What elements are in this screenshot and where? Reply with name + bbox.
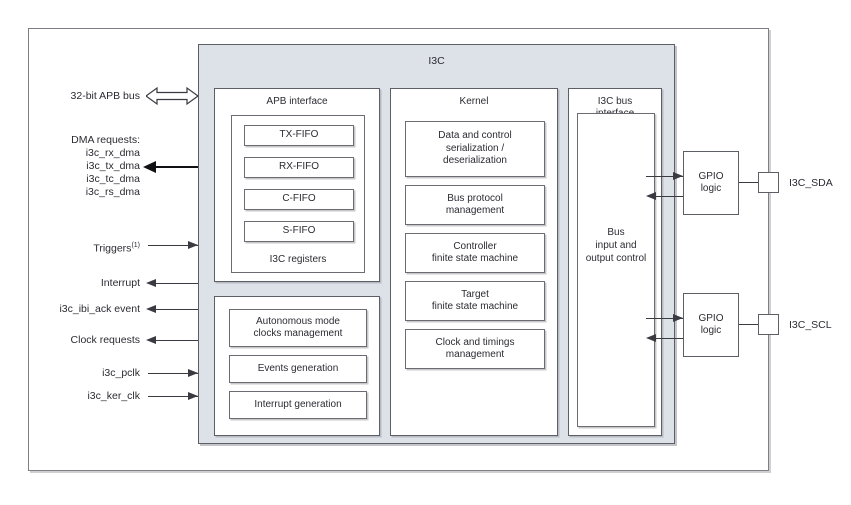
signal-label-triggers: Triggers(1) xyxy=(55,239,140,256)
scl-out-line xyxy=(646,318,683,319)
apb-bus-bidirectional-arrow xyxy=(146,86,198,106)
bus-protocol-management-box: Bus protocol management xyxy=(405,185,545,225)
i3c-pclk-arrowhead xyxy=(188,369,198,377)
interrupt-line xyxy=(155,283,198,284)
kernel-title: Kernel xyxy=(459,96,489,107)
signal-label-interrupt: Interrupt xyxy=(100,277,140,289)
i3c-block-title: I3C xyxy=(428,55,445,67)
autonomous-section-panel: Autonomous mode clocks management Events… xyxy=(214,296,380,436)
autonomous-mode-clocks-management-box: Autonomous mode clocks management xyxy=(229,309,367,347)
clock-requests-line xyxy=(155,340,198,341)
interrupt-generation-box: Interrupt generation xyxy=(229,391,367,419)
triggers-line xyxy=(148,245,198,246)
apb-interface-title: APB interface xyxy=(266,96,328,107)
tx-fifo-box: TX-FIFO xyxy=(244,125,354,146)
scl-pin-line xyxy=(739,324,769,325)
signal-label-i3c-ker-clk: i3c_ker_clk xyxy=(87,390,140,402)
s-fifo-box: S-FIFO xyxy=(244,221,354,242)
sda-out-arrowhead xyxy=(673,172,683,180)
signal-label-dma-requests: DMA requests: xyxy=(71,134,140,146)
gpio-logic-sda-block: GPIO logic xyxy=(683,151,739,215)
pin-label-i3c-sda: I3C_SDA xyxy=(789,177,833,189)
pin-square-i3c-scl xyxy=(758,314,779,335)
sda-out-line xyxy=(646,176,683,177)
signal-label-i3c-tx-dma: i3c_tx_dma xyxy=(86,160,140,172)
dma-arrowhead xyxy=(143,161,156,173)
triggers-footnote-marker: (1) xyxy=(131,242,140,249)
controller-fsm-box: Controller finite state machine xyxy=(405,233,545,273)
pin-square-i3c-sda xyxy=(758,172,779,193)
i3c-ker-clk-arrowhead xyxy=(188,392,198,400)
i3c-bus-interface-panel: I3C bus interface Bus input and output c… xyxy=(568,88,662,436)
i3c-registers-box: TX-FIFO RX-FIFO C-FIFO S-FIFO I3C regist… xyxy=(231,115,365,273)
interrupt-arrowhead xyxy=(146,279,156,287)
kernel-panel: Kernel Data and control serialization / … xyxy=(390,88,558,436)
signal-label-i3c-rx-dma: i3c_rx_dma xyxy=(85,147,140,159)
scl-out-arrowhead xyxy=(673,314,683,322)
signal-label-ibi-ack-event: i3c_ibi_ack event xyxy=(59,303,140,315)
boundary-vertical-line xyxy=(768,28,769,471)
i3c-registers-label: I3C registers xyxy=(269,254,327,265)
clock-timings-management-box: Clock and timings management xyxy=(405,329,545,369)
target-fsm-box: Target finite state machine xyxy=(405,281,545,321)
rx-fifo-box: RX-FIFO xyxy=(244,157,354,178)
scl-in-line xyxy=(655,338,691,339)
events-generation-box: Events generation xyxy=(229,355,367,383)
signal-label-clock-requests: Clock requests xyxy=(70,334,140,346)
sda-pin-line xyxy=(739,182,769,183)
gpio-logic-scl-block: GPIO logic xyxy=(683,293,739,357)
data-control-serialization-box: Data and control serialization / deseria… xyxy=(405,121,545,177)
scl-in-arrowhead xyxy=(646,334,656,342)
sda-in-arrowhead xyxy=(646,192,656,200)
clock-requests-arrowhead xyxy=(146,336,156,344)
bus-input-output-control-label: Bus input and output control xyxy=(585,227,647,264)
dma-line xyxy=(155,166,198,168)
signal-label-i3c-rs-dma: i3c_rs_dma xyxy=(85,186,140,198)
pin-label-i3c-scl: I3C_SCL xyxy=(789,319,832,331)
c-fifo-box: C-FIFO xyxy=(244,189,354,210)
i3c-pclk-line xyxy=(148,373,198,374)
ibi-ack-arrowhead xyxy=(146,305,156,313)
sda-in-line xyxy=(655,196,691,197)
triggers-arrowhead xyxy=(188,241,198,249)
ibi-ack-line xyxy=(155,309,198,310)
i3c-ker-clk-line xyxy=(148,396,198,397)
bus-input-output-control-box: Bus input and output control xyxy=(577,113,655,427)
apb-interface-panel: APB interface TX-FIFO RX-FIFO C-FIFO S-F… xyxy=(214,88,380,282)
signal-label-apb-bus: 32-bit APB bus xyxy=(70,90,140,102)
signal-label-i3c-tc-dma: i3c_tc_dma xyxy=(86,173,140,185)
triggers-text: Triggers xyxy=(93,242,132,255)
signal-label-i3c-pclk: i3c_pclk xyxy=(102,367,140,379)
